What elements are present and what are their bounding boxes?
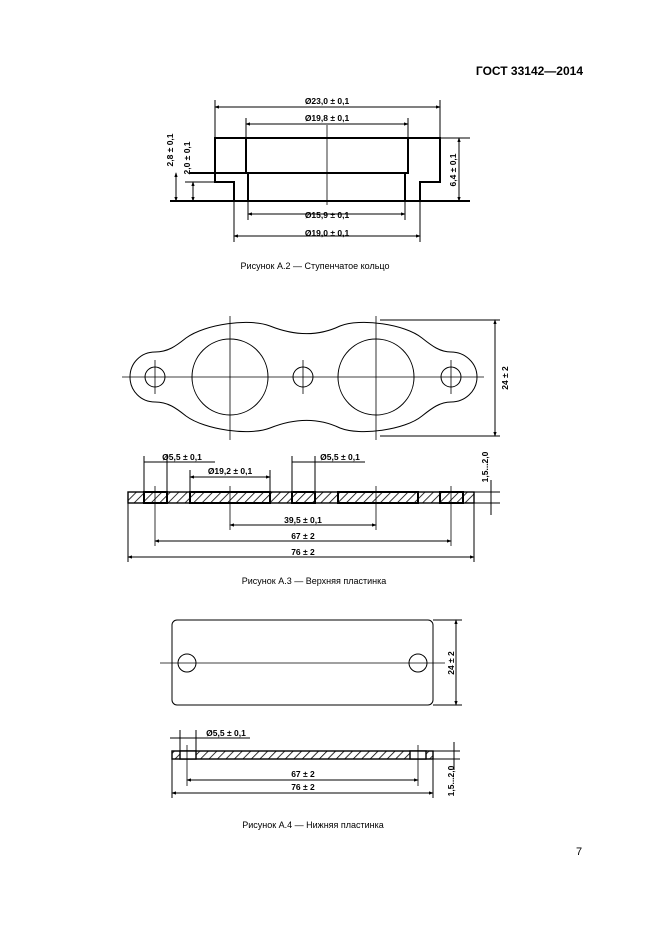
page-number: 7	[576, 846, 583, 858]
dim-height-left: 2,8 ± 0,1	[165, 133, 175, 166]
ring-section-left	[214, 137, 249, 202]
figure-a2-caption: Рисунок А.2 — Ступенчатое кольцо	[241, 261, 390, 271]
dim-small-hole-left: Ø5,5 ± 0,1	[162, 452, 202, 462]
dim-lower-length: 76 ± 2	[291, 782, 315, 792]
dim-small-hole-mid: Ø5,5 ± 0,1	[320, 452, 360, 462]
figure-a4-caption: Рисунок А.4 — Нижняя пластинка	[242, 820, 384, 830]
upper-plate-outline	[129, 321, 478, 433]
dim-center-distance: 39,5 ± 0,1	[284, 515, 322, 525]
dim-lower-hole: Ø5,5 ± 0,1	[206, 728, 246, 738]
figure-a3-caption: Рисунок А.3 — Верхняя пластинка	[242, 576, 386, 586]
dim-lower-thickness: 1,5...2,0	[446, 765, 456, 796]
dim-step-height: 2,0 ± 0,1	[182, 141, 192, 174]
lower-plate-section	[171, 750, 434, 760]
dim-hole-distance: 67 ± 2	[291, 531, 315, 541]
dim-plate-width: 24 ± 2	[500, 366, 510, 390]
figure-a3-upper-plate: 24 ± 2 Ø5,5 ± 0,1 Ø19,2 ± 0,1 Ø5,5 ± 0,1…	[122, 316, 510, 586]
dim-total-height: 6,4 ± 0,1	[448, 153, 458, 186]
upper-plate-section	[127, 491, 475, 504]
figure-a4-lower-plate: 24 ± 2 Ø5,5 ± 0,1 67 ± 2 76 ± 2 1,5...2,…	[160, 619, 462, 830]
lower-plate-outline	[171, 619, 434, 706]
dim-lower-plate-width: 24 ± 2	[446, 651, 456, 675]
dim-thickness: 1,5...2,0	[480, 451, 490, 482]
dim-lower-bore: Ø15,9 ± 0,1	[305, 210, 350, 220]
document-standard-header: ГОСТ 33142—2014	[475, 64, 583, 78]
ring-section-right	[404, 137, 441, 202]
figure-a2-stepped-ring: Ø23,0 ± 0,1 Ø19,8 ± 0,1 Ø15,9 ± 0,1 Ø19,…	[165, 96, 470, 271]
dim-step-diameter: Ø19,0 ± 0,1	[305, 228, 350, 238]
dim-lower-hole-distance: 67 ± 2	[291, 769, 315, 779]
dim-plate-length: 76 ± 2	[291, 547, 315, 557]
dim-upper-bore: Ø19,8 ± 0,1	[305, 113, 350, 123]
dim-outer-diameter: Ø23,0 ± 0,1	[305, 96, 350, 106]
dim-large-hole: Ø19,2 ± 0,1	[208, 466, 253, 476]
